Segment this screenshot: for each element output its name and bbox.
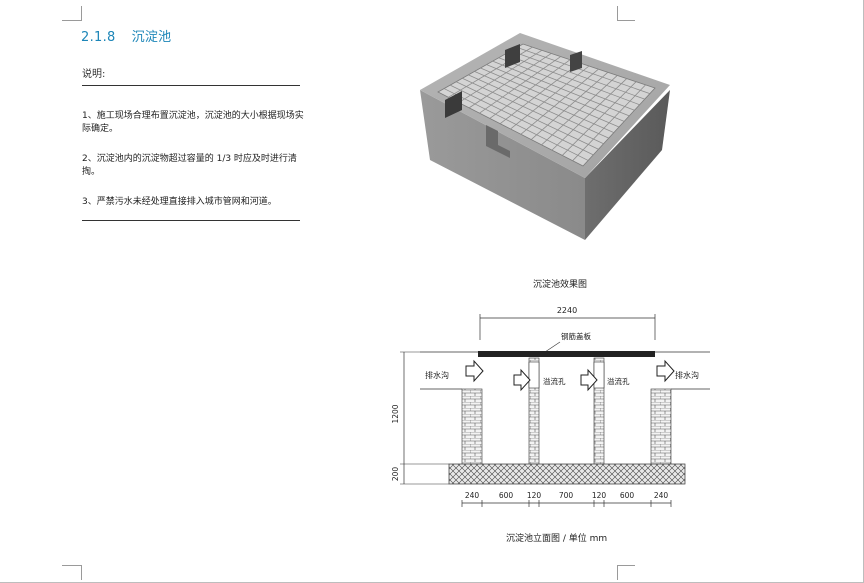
flow-arrow-icon [465,359,484,383]
section-number: 2.1.8 [81,30,116,45]
grate-bar [510,65,590,130]
total-width-label: 2240 [557,306,577,315]
overflow-label-1: 溢流孔 [543,376,566,386]
tank-opening [505,44,520,68]
divider [82,85,300,86]
overflow-hole-2 [593,361,605,389]
tank-front-face [420,90,585,240]
description-label: 说明: [82,69,106,80]
sedimentation-tank-render [420,33,670,240]
right-wall [650,388,672,465]
divider [82,220,300,221]
grate-bar [541,75,618,146]
crop-mark [62,565,82,566]
width-label: 240 [465,491,480,500]
steel-grate-cover [437,43,656,167]
grate-bar [562,81,637,156]
crop-mark [617,6,618,21]
note-2: 2、沉淀池内的沉淀物超过容量的 1/3 时应及时进行清掏。 [82,154,297,177]
flow-arrow-icon [513,368,531,392]
elevation-caption: 沉淀池立面图 / 单位 mm [506,534,608,544]
grate-bar [510,50,645,100]
base-height-label: 200 [391,467,400,482]
grate-bar [516,47,650,94]
grate-bar [492,60,630,117]
steel-cover-slab [478,351,655,357]
flow-arrow-icon [656,359,675,383]
flow-arrow-icon [580,368,598,392]
grate-bar [551,78,627,151]
overflow-hole-1 [528,361,540,389]
width-label: 120 [527,491,542,500]
note-3: 3、严禁污水未经处理直接排入城市管网和河道。 [82,197,277,207]
cover-label: 钢筋盖板 [561,331,591,341]
width-label: 600 [620,491,635,500]
crop-mark [81,565,82,580]
flow-arrows [465,359,675,392]
grate-bar [530,71,609,140]
left-wall [461,388,483,465]
grate-bar [498,57,635,111]
width-label: 240 [654,491,669,500]
drain-label-right: 排水沟 [675,370,699,380]
base-slab [448,463,686,485]
render-caption: 沉淀池效果图 [533,280,588,290]
grate-bar [486,64,625,122]
crop-mark [617,20,635,21]
section-name: 沉淀池 [131,30,172,45]
width-label: 600 [499,491,514,500]
bottom-dimension-ticks [461,500,672,507]
note-1: 1、施工现场合理布置沉淀池，沉淀池的大小根据现场实际确定。 [82,111,304,134]
grate-bar [572,84,646,161]
crop-mark [62,20,82,21]
front-notch [486,125,510,158]
tank-opening [445,91,462,118]
wall-height-label: 1200 [391,404,400,423]
elevation-drawing: 2240 钢筋盖板 排水沟 排水沟 溢流孔 溢流孔 1200 200 240 6… [391,306,710,507]
grate-grid [443,46,650,161]
tank-right-face [585,90,670,240]
overflow-label-2: 溢流孔 [607,376,630,386]
drain-label-left: 排水沟 [425,370,449,380]
grate-bar [520,68,599,135]
width-label: 120 [592,491,607,500]
crop-mark [617,565,618,580]
section-title: 2.1.8 沉淀池 [81,26,171,45]
width-label: 700 [559,491,574,500]
crop-mark [81,6,82,21]
crop-mark [617,565,635,566]
tank-opening [570,51,582,72]
grate-bar [504,53,640,106]
leader-line [544,341,561,353]
